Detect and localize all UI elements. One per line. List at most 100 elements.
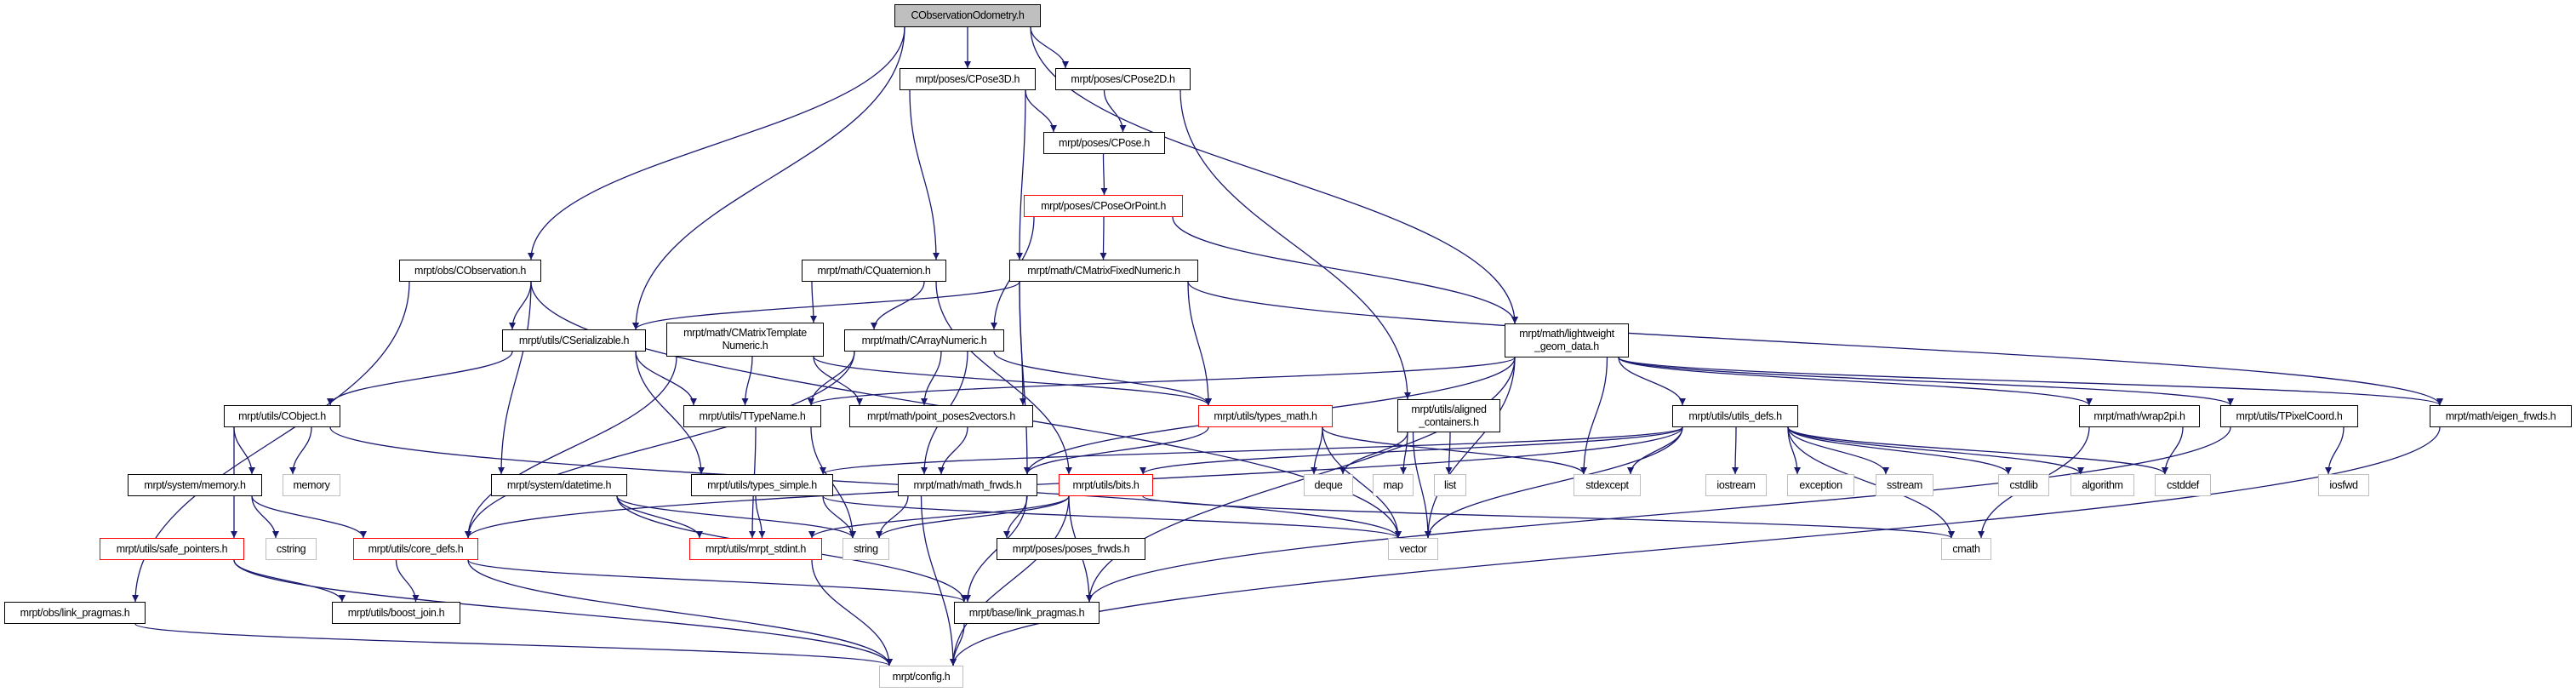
edge-cposeorpoint-to-lightweight: [1172, 216, 1518, 324]
edge-typessimple-to-mrptstdint: [755, 495, 766, 539]
edge-utilsdefs-to-bits: [1139, 426, 1683, 475]
node-cquaternion[interactable]: mrpt/math/CQuaternion.h: [802, 260, 946, 282]
edge-coredefs-to-config: [467, 559, 893, 666]
edge-cposeorpoint-to-cmatrixfixed: [1100, 216, 1107, 260]
edge-aligned-to-map: [1400, 432, 1408, 475]
edge-cquaternion-to-carraynumeric: [871, 281, 925, 330]
edge-lightweight-to-ttypename: [808, 357, 1516, 406]
node-carraynumeric[interactable]: mrpt/math/CArrayNumeric.h: [844, 329, 1004, 352]
node-types-simple[interactable]: mrpt/utils/types_simple.h: [691, 474, 833, 496]
node-safe-pointers[interactable]: mrpt/utils/safe_pointers.h: [100, 538, 244, 560]
node-eigen-frwds[interactable]: mrpt/math/eigen_frwds.h: [2430, 405, 2572, 427]
edge-datetime-to-string: [616, 495, 856, 539]
node-poses-frwds[interactable]: mrpt/poses/poses_frwds.h: [997, 538, 1145, 560]
edge-bits-to-string: [876, 495, 1070, 539]
node-system-memory[interactable]: mrpt/system/memory.h: [128, 474, 262, 496]
node-std-map: map: [1373, 474, 1414, 496]
edge-cpose3d-to-cpose: [1025, 89, 1057, 133]
edge-cpose2d-to-cpose: [1103, 89, 1127, 133]
edge-cobject-to-memoryh: [233, 426, 255, 475]
node-types-math[interactable]: mrpt/utils/types_math.h: [1198, 405, 1333, 427]
edge-cmatrixtemplate-to-typesmath: [813, 356, 1212, 406]
edge-cserializable-to-ttypename: [635, 351, 697, 406]
node-std-cmath: cmath: [1941, 538, 1991, 560]
node-math-frwds[interactable]: mrpt/math/math_frwds.h: [898, 474, 1037, 496]
edge-coredefs-to-boostjoin: [395, 559, 420, 603]
node-cobservation[interactable]: mrpt/obs/CObservation.h: [399, 260, 541, 282]
edge-aligned-to-list: [1445, 432, 1453, 475]
edge-typesmath-to-stdexcept: [1322, 426, 1587, 475]
node-boost-join[interactable]: mrpt/utils/boost_join.h: [332, 602, 460, 624]
node-cmatrixfixednumeric[interactable]: mrpt/math/CMatrixFixedNumeric.h: [1009, 260, 1198, 282]
edge-typesmath-to-deque: [1311, 426, 1323, 475]
edge-mathfrwds-to-posesfrwds: [1003, 495, 1028, 539]
node-obs-link-pragmas[interactable]: mrpt/obs/link_pragmas.h: [4, 602, 146, 624]
edge-utilsdefs-to-cstdlib: [1787, 426, 2012, 475]
node-ttypename[interactable]: mrpt/utils/TTypeName.h: [683, 405, 821, 427]
node-std-sstream: sstream: [1876, 474, 1933, 496]
edge-typesmath-to-vector: [1322, 426, 1402, 539]
edge-utilsdefs-to-algorithm: [1787, 426, 2084, 475]
node-tpixelcoord[interactable]: mrpt/utils/TPixelCoord.h: [2220, 405, 2358, 427]
edge-cserializable-to-typessimple: [635, 351, 705, 475]
edge-utilsdefs-to-typessimple: [820, 426, 1683, 475]
node-mrpt-stdint[interactable]: mrpt/utils/mrpt_stdint.h: [689, 538, 822, 560]
edge-typessimple-to-vector: [822, 495, 1402, 539]
node-std-stdexcept: stdexcept: [1574, 474, 1641, 496]
edge-mrptstdint-to-config: [811, 559, 893, 666]
node-base-link-pragmas[interactable]: mrpt/base/link_pragmas.h: [954, 602, 1100, 624]
edge-wrap2pi-to-cstddef: [2162, 426, 2184, 475]
edge-cobject-to-memory: [289, 426, 312, 475]
node-core-defs[interactable]: mrpt/utils/core_defs.h: [353, 538, 478, 560]
node-cserializable[interactable]: mrpt/utils/CSerializable.h: [502, 329, 646, 352]
edge-carraynumeric-to-typesmath: [993, 351, 1212, 406]
node-aligned-containers[interactable]: mrpt/utils/aligned _containers.h: [1397, 399, 1500, 432]
node-point-poses2vectors[interactable]: mrpt/math/point_poses2vectors.h: [849, 405, 1033, 427]
edge-cpose-to-cposeorpoint: [1100, 153, 1108, 196]
edge-mathfrwds-to-config: [920, 495, 957, 666]
edge-typessimple-to-string: [822, 495, 856, 539]
node-cpose3d[interactable]: mrpt/poses/CPose3D.h: [900, 68, 1036, 90]
edge-lightweight-to-eigen: [1618, 357, 2443, 406]
edge-cquaternion-to-bits: [935, 281, 1072, 475]
node-cmatrixtemplatenumeric[interactable]: mrpt/math/CMatrixTemplate Numeric.h: [666, 323, 824, 357]
edge-root-to-cobservation: [528, 26, 905, 260]
node-std-string: string: [842, 538, 889, 560]
edge-utilsdefs-to-sstream: [1787, 426, 1889, 475]
edge-safepointers-to-boostjoin: [233, 559, 346, 603]
node-std-exception: exception: [1787, 474, 1854, 496]
edge-memoryh-to-coredefs: [251, 495, 367, 539]
node-cobject[interactable]: mrpt/utils/CObject.h: [224, 405, 340, 427]
node-cpose[interactable]: mrpt/poses/CPose.h: [1043, 132, 1165, 154]
node-std-memory: memory: [283, 474, 340, 496]
node-std-algorithm: algorithm: [2071, 474, 2134, 496]
node-std-vector: vector: [1388, 538, 1438, 560]
node-wrap2pi[interactable]: mrpt/math/wrap2pi.h: [2079, 405, 2200, 427]
edge-datetime-to-mrptstdint: [616, 495, 703, 539]
node-std-iostream: iostream: [1705, 474, 1767, 496]
edge-cpose2d-to-aligned: [1179, 89, 1411, 400]
edge-cmatrixfixed-to-eigen: [1187, 281, 2443, 406]
node-std-cstddef: cstddef: [2155, 474, 2211, 496]
edge-coredefs-to-baselink: [467, 559, 968, 603]
node-cpose2d[interactable]: mrpt/poses/CPose2D.h: [1055, 68, 1191, 90]
edge-carraynumeric-to-pointposes: [921, 351, 942, 406]
node-lightweight-geom-data[interactable]: mrpt/math/lightweight _geom_data.h: [1505, 323, 1629, 357]
edge-tpixel-to-iosfwd: [2325, 426, 2345, 475]
node-std-deque: deque: [1304, 474, 1353, 496]
edge-utilsdefs-to-cstddef: [1787, 426, 2168, 475]
node-utils-defs[interactable]: mrpt/utils/utils_defs.h: [1672, 405, 1798, 427]
edge-mathfrwds-to-string: [876, 495, 909, 539]
edge-carraynumeric-to-coredefs: [465, 351, 855, 539]
node-datetime[interactable]: mrpt/system/datetime.h: [491, 474, 627, 496]
node-std-iosfwd: iosfwd: [2318, 474, 2369, 496]
edge-pointposes-to-mathfrwds: [938, 426, 968, 475]
edge-utilsdefs-to-cmath: [1787, 426, 1955, 539]
edge-root-to-cpose2d: [1030, 26, 1069, 69]
node-bits[interactable]: mrpt/utils/bits.h: [1059, 474, 1153, 496]
edge-lightweight-to-tpixel: [1618, 357, 2234, 406]
edge-cquaternion-to-cmatrixtemplate: [809, 281, 817, 323]
node-cposeorpoint[interactable]: mrpt/poses/CPoseOrPoint.h: [1024, 195, 1183, 217]
edge-obslink-to-config: [134, 623, 893, 666]
